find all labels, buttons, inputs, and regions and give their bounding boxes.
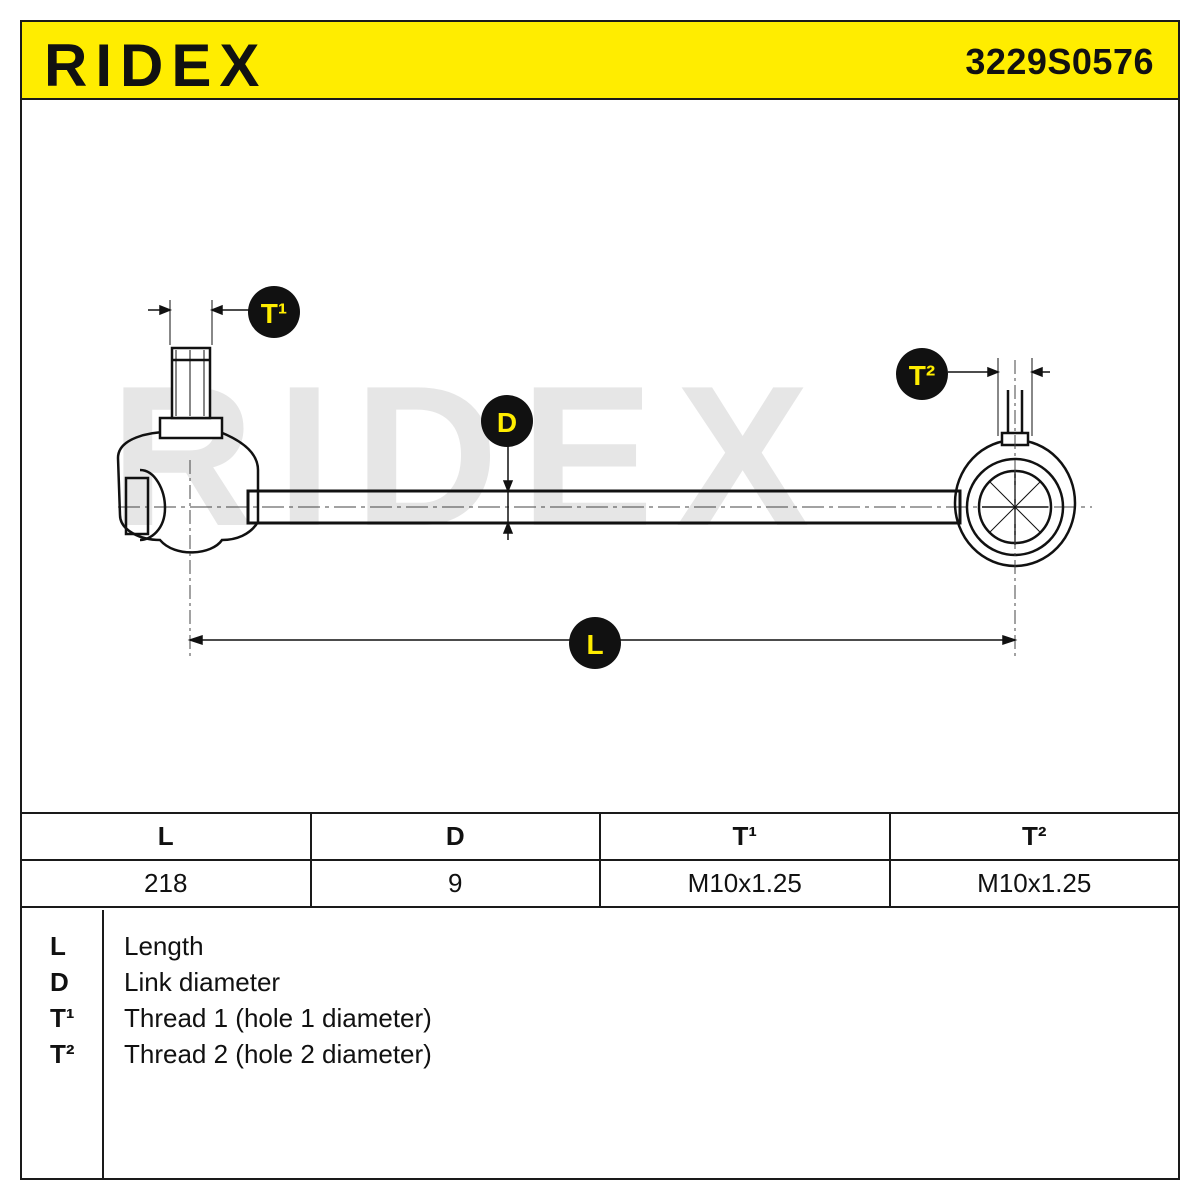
link-rod [246,489,962,525]
callout-l: L [569,617,621,669]
legend-desc: Thread 2 (hole 2 diameter) [124,1039,432,1069]
callout-d-label: D [497,407,517,438]
legend-desc: Length [124,931,204,961]
legend-key: T¹ [50,1003,75,1033]
legend: L Length D Link diameter T¹ Thread 1 (ho… [20,910,1180,1180]
dimension-t1 [148,304,252,316]
callout-t1-label: T¹ [261,298,287,329]
callout-t1: T¹ [248,286,300,338]
spec-header-d: D [309,812,601,861]
legend-key: D [50,967,69,997]
legend-row: T¹ Thread 1 (hole 1 diameter) [22,1000,1178,1036]
dimension-t2 [948,366,1050,378]
legend-row: L Length [22,928,1178,964]
spec-value-t2: M10x1.25 [888,859,1180,908]
legend-desc: Link diameter [124,967,281,997]
part-number: 3229S0576 [965,41,1154,82]
callout-l-label: L [586,629,603,660]
spec-header-l: L [20,812,312,861]
watermark-text: RIDEX [110,345,831,568]
legend-key: L [50,931,66,961]
dimension-d [502,440,514,540]
spec-value-l: 218 [20,859,312,908]
spec-header-t1: T¹ [599,812,891,861]
callout-t2: T² [896,348,948,400]
callout-t2-label: T² [909,360,935,391]
legend-desc: Thread 1 (hole 1 diameter) [124,1003,432,1033]
spec-value-t1: M10x1.25 [599,859,891,908]
spec-header-row: L D T¹ T² [20,812,1180,861]
callout-d: D [481,395,533,447]
ridex-logo: RIDEX [44,32,267,99]
legend-row: T² Thread 2 (hole 2 diameter) [22,1036,1178,1072]
header-band: RIDEX 3229S0576 [20,20,1180,100]
spec-value-row: 218 9 M10x1.25 M10x1.25 [20,859,1180,908]
spec-table: L D T¹ T² 218 9 M10x1.25 M10x1.25 [20,812,1180,908]
legend-divider [102,910,104,1178]
legend-row: D Link diameter [22,964,1178,1000]
ball-joint-left [116,300,260,660]
bushing-right [953,358,1077,660]
brand-logo-text: RIDEX [44,32,267,99]
legend-key: T² [50,1039,75,1069]
spec-header-t2: T² [888,812,1180,861]
spec-value-d: 9 [309,859,601,908]
